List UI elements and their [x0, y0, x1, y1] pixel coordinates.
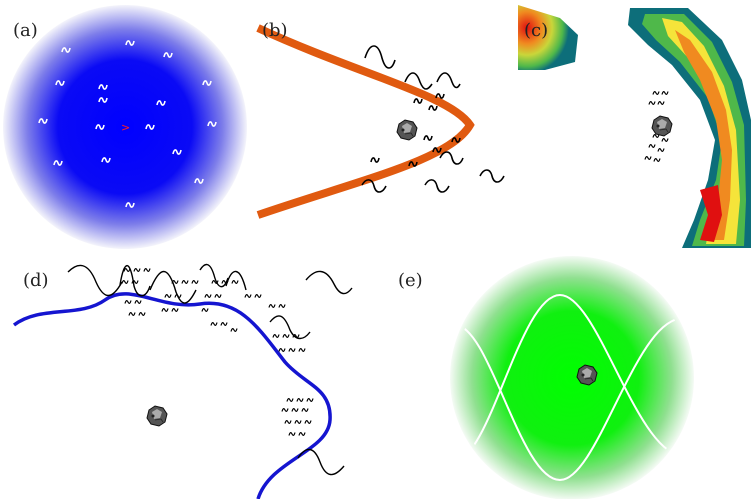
panel-a-disc	[3, 5, 247, 249]
panel-b-label: (b)	[262, 20, 288, 41]
panel-d-boundary-curve	[12, 292, 332, 499]
panel-c-heat-band-hot	[675, 30, 732, 240]
panel-d-label: (d)	[23, 270, 49, 291]
panel-e-label: (e)	[398, 270, 423, 291]
panel-e-wave-lines	[454, 293, 690, 482]
panel-a-label: (a)	[13, 20, 38, 41]
panel-d-rock-icon	[146, 405, 168, 427]
panel-a: >	[3, 5, 247, 249]
panel-c	[518, 5, 751, 248]
panel-e-rock-icon	[576, 364, 598, 386]
panel-d-wave-markers	[67, 263, 353, 476]
panel-b-wave-markers	[361, 45, 505, 193]
panel-a-center-marker: >	[121, 121, 130, 134]
panel-e	[450, 256, 694, 499]
panel-c-heat-band-max	[700, 185, 722, 242]
panel-e-disc	[450, 256, 694, 499]
panel-c-heat-blob-small	[518, 5, 578, 70]
panel-c-rock-icon	[651, 115, 673, 137]
panel-b-rock-icon	[396, 119, 418, 141]
panel-d	[12, 263, 353, 499]
panel-c-label: (c)	[524, 20, 549, 41]
panel-b-parabola-boundary	[256, 24, 475, 219]
panel-b	[256, 24, 505, 219]
